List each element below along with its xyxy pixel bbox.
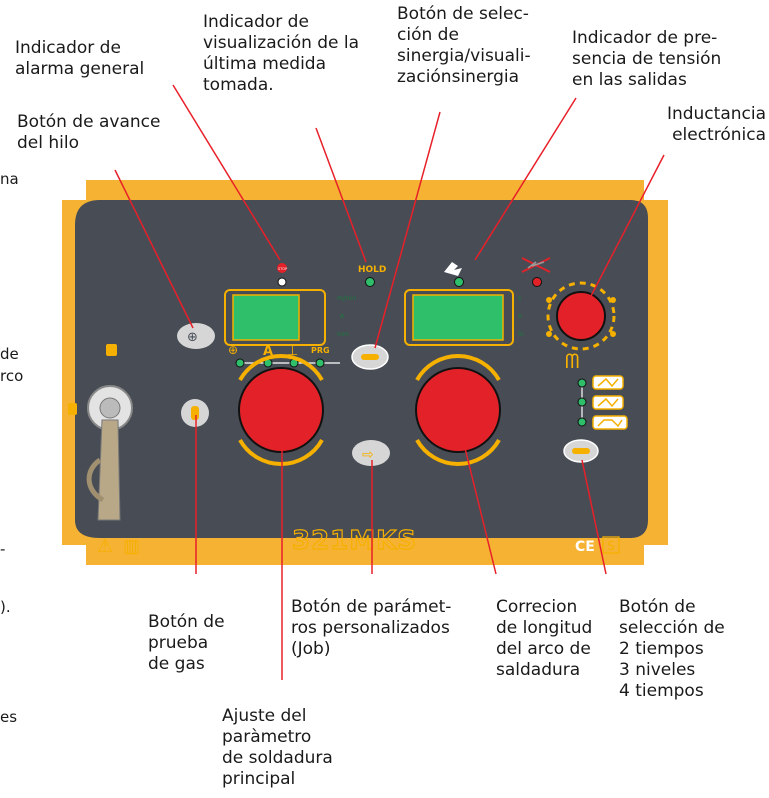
edge-fragment-3: rco [0, 367, 24, 385]
warning-icon: ⚠ [97, 536, 113, 557]
job-button[interactable] [352, 440, 390, 466]
mode-led-4t [577, 417, 587, 427]
s-mark-box [602, 536, 620, 554]
stop-icon [277, 263, 287, 273]
lock-closed-icon [68, 403, 77, 415]
panel-face [75, 200, 648, 538]
synergy-icon [444, 262, 462, 276]
main-parameter-knob[interactable] [238, 353, 324, 467]
inductance-icon: ᗰ [565, 349, 579, 373]
edge-fragment-4: - [0, 540, 6, 558]
edge-fragment-1: na [0, 170, 19, 188]
key-switch[interactable] [86, 385, 133, 521]
edge-fragment-2: de [0, 345, 19, 363]
synergy-led [454, 277, 464, 287]
ce-mark: CE [575, 539, 595, 555]
mode-icon-3l [592, 395, 624, 410]
left-display [232, 294, 300, 341]
hold-led [365, 277, 375, 287]
leader-lines [114, 84, 665, 680]
right-unit-pct: % [518, 331, 524, 338]
amp-param-icon: A [263, 344, 273, 359]
mode-icon-2t [592, 375, 624, 390]
s-mark: S [607, 539, 615, 553]
edge-fragment-6: es [0, 708, 18, 726]
mode-led-3l [577, 397, 587, 407]
alarm-led [277, 277, 287, 287]
lock-open-icon [106, 344, 117, 356]
prg-param-icon: PRG [311, 346, 330, 355]
manual-icon: ▥ [123, 536, 140, 557]
left-unit-mmin: m/min [337, 295, 356, 302]
label-arc-length: Correcion de longitud del arco de saldad… [496, 597, 593, 680]
svg-text:STOP: STOP [278, 267, 287, 271]
mode-icon-4t [592, 415, 628, 430]
label-tension-indicator: Indicador de pre- sencia de tensión en l… [572, 28, 722, 90]
label-job-button: Botón de parámet- ros personalizados (Jo… [291, 597, 452, 659]
label-last-measure-indicator: Indicador de visualización de la última … [203, 12, 360, 95]
label-mode-select-button: Botón de selección de 2 tiempos 3 nivele… [619, 597, 725, 701]
label-synergy-button: Botón de selec- ción de sinergia/visuali… [397, 4, 531, 87]
label-wire-feed-button: Botón de avance del hilo [17, 112, 161, 153]
model-name: 321MKS [292, 526, 417, 556]
right-display [412, 294, 504, 341]
label-main-parameter: Ajuste del paràmetro de soldadura princi… [222, 706, 333, 789]
arc-length-knob[interactable] [415, 353, 501, 467]
right-unit-v: V [518, 313, 523, 320]
wire-feed-button[interactable] [177, 323, 215, 349]
label-inductance: Inductancia electrónica [666, 104, 766, 145]
edge-fragment-5: ). [0, 598, 11, 616]
thickness-param-icon: ⊥ [287, 344, 298, 359]
right-display-frame [404, 289, 514, 346]
left-unit-a: A [340, 313, 345, 320]
tension-led [532, 277, 542, 287]
left-unit-mm: mm [337, 331, 349, 338]
label-gas-test-button: Botón de prueba de gas [148, 612, 225, 674]
inductance-knob[interactable] [546, 281, 616, 351]
gas-bottle-icon [191, 406, 199, 420]
label-alarm-indicator: Indicador de alarma general [15, 38, 145, 79]
hold-tag: HOLD [358, 265, 386, 275]
wire-feed-icon: ⊕ [187, 330, 198, 345]
mode-led-2t [577, 378, 587, 388]
job-icon: ⇨ [362, 447, 374, 463]
wire-param-icon: ⊕ [228, 343, 238, 357]
right-unit-s: s [518, 295, 521, 302]
left-display-frame [224, 289, 326, 346]
